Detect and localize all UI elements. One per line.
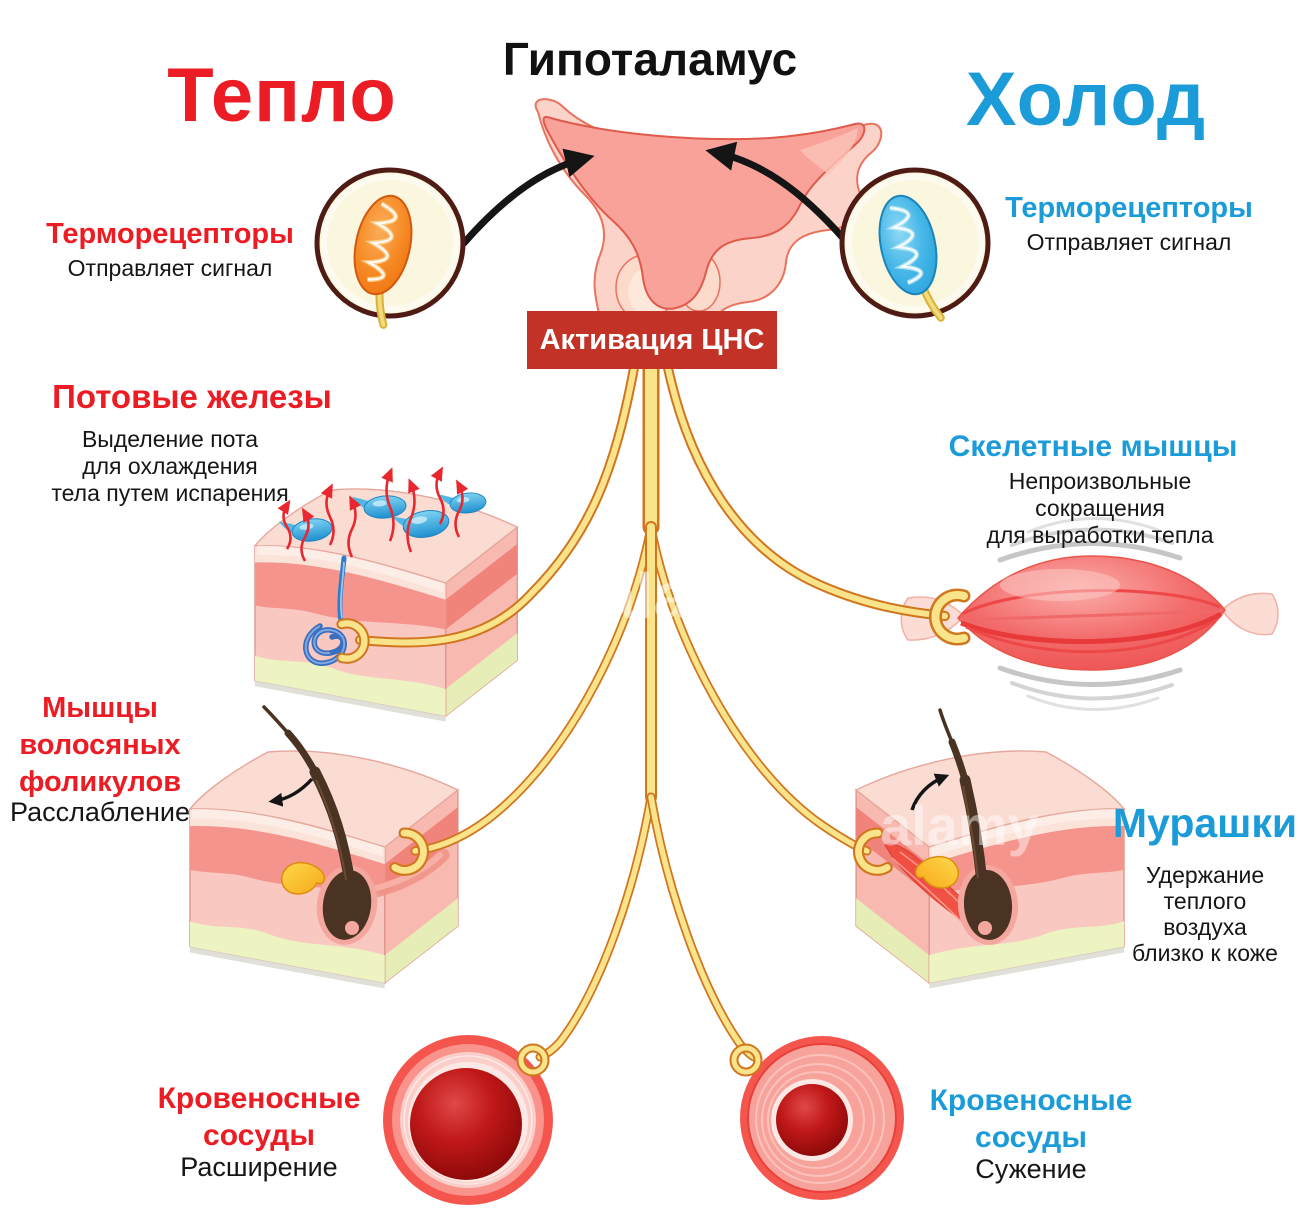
sweat-glands-description: Выделение пота для охлаждения тела путем… xyxy=(51,426,289,506)
cold-signal-arrow xyxy=(705,141,847,242)
heat-thermoreceptors-label: Терморецепторы Отправляет сигнал xyxy=(46,218,294,281)
sweat-gland xyxy=(303,555,347,666)
heat-signal-arrow xyxy=(460,148,595,247)
cold-thermoreceptors-label: Терморецепторы Отправляет сигнал xyxy=(1005,192,1253,255)
hair-raise-arrow xyxy=(910,773,950,811)
blood-vessels-cold-state: Сужение xyxy=(975,1154,1087,1184)
hair-follicle-muscles-state: Расслабление xyxy=(10,797,190,827)
hypothalamus-illustration xyxy=(534,98,883,322)
shiver-arcs xyxy=(997,517,1183,711)
sweat-glands-label: Потовые железы xyxy=(52,378,332,415)
nerve-fibers xyxy=(355,359,950,1077)
skeletal-muscles-label: Скелетные мышцы xyxy=(948,430,1238,463)
cns-activation-box: Активация ЦНС xyxy=(527,311,777,369)
evaporation-arrows xyxy=(277,466,469,562)
blood-vessels-heat-state: Расширение xyxy=(180,1152,338,1182)
cns-activation-label: Активация ЦНС xyxy=(539,323,765,356)
hair-flatten-arrow xyxy=(268,777,314,807)
sebaceous-gland xyxy=(280,862,325,895)
svg-text:alamy: alamy xyxy=(600,560,782,632)
hair-follicle-goosebump xyxy=(938,708,1019,945)
hair-follicle-block-goosebumps xyxy=(855,708,1125,990)
blood-vessel-constricted xyxy=(740,1036,904,1200)
watermark: alamy alamy xyxy=(600,560,1039,857)
sweat-gland-skin-block xyxy=(254,466,518,723)
svg-text:alamy: alamy xyxy=(880,794,1039,857)
goosebumps-label: Мурашки xyxy=(1112,800,1298,846)
blood-vessels-heat-label: Кровеносные сосуды xyxy=(157,1082,361,1152)
goosebumps-description: Удержание теплого воздуха близко к коже xyxy=(1132,862,1278,966)
hair-follicle-block-relaxed xyxy=(189,705,459,990)
blood-vessels-cold-label: Кровеносные сосуды xyxy=(929,1084,1133,1154)
blood-vessel-dilated xyxy=(383,1035,553,1205)
sweat-droplets xyxy=(278,492,487,542)
heat-heading: Тепло xyxy=(167,53,397,138)
page-title: Гипоталамус xyxy=(502,33,798,85)
cold-receptor-illustration xyxy=(839,167,991,322)
receptor-signal-arrows xyxy=(460,141,847,247)
skeletal-muscles-description: Непроизвольные сокращения для выработки … xyxy=(986,468,1214,548)
hair-follicle-relaxed xyxy=(262,705,378,945)
cold-heading: Холод xyxy=(965,57,1207,142)
heat-receptor-illustration xyxy=(314,167,466,329)
hair-follicle-muscles-label: Мышцы волосяных фоликулов xyxy=(18,692,182,798)
